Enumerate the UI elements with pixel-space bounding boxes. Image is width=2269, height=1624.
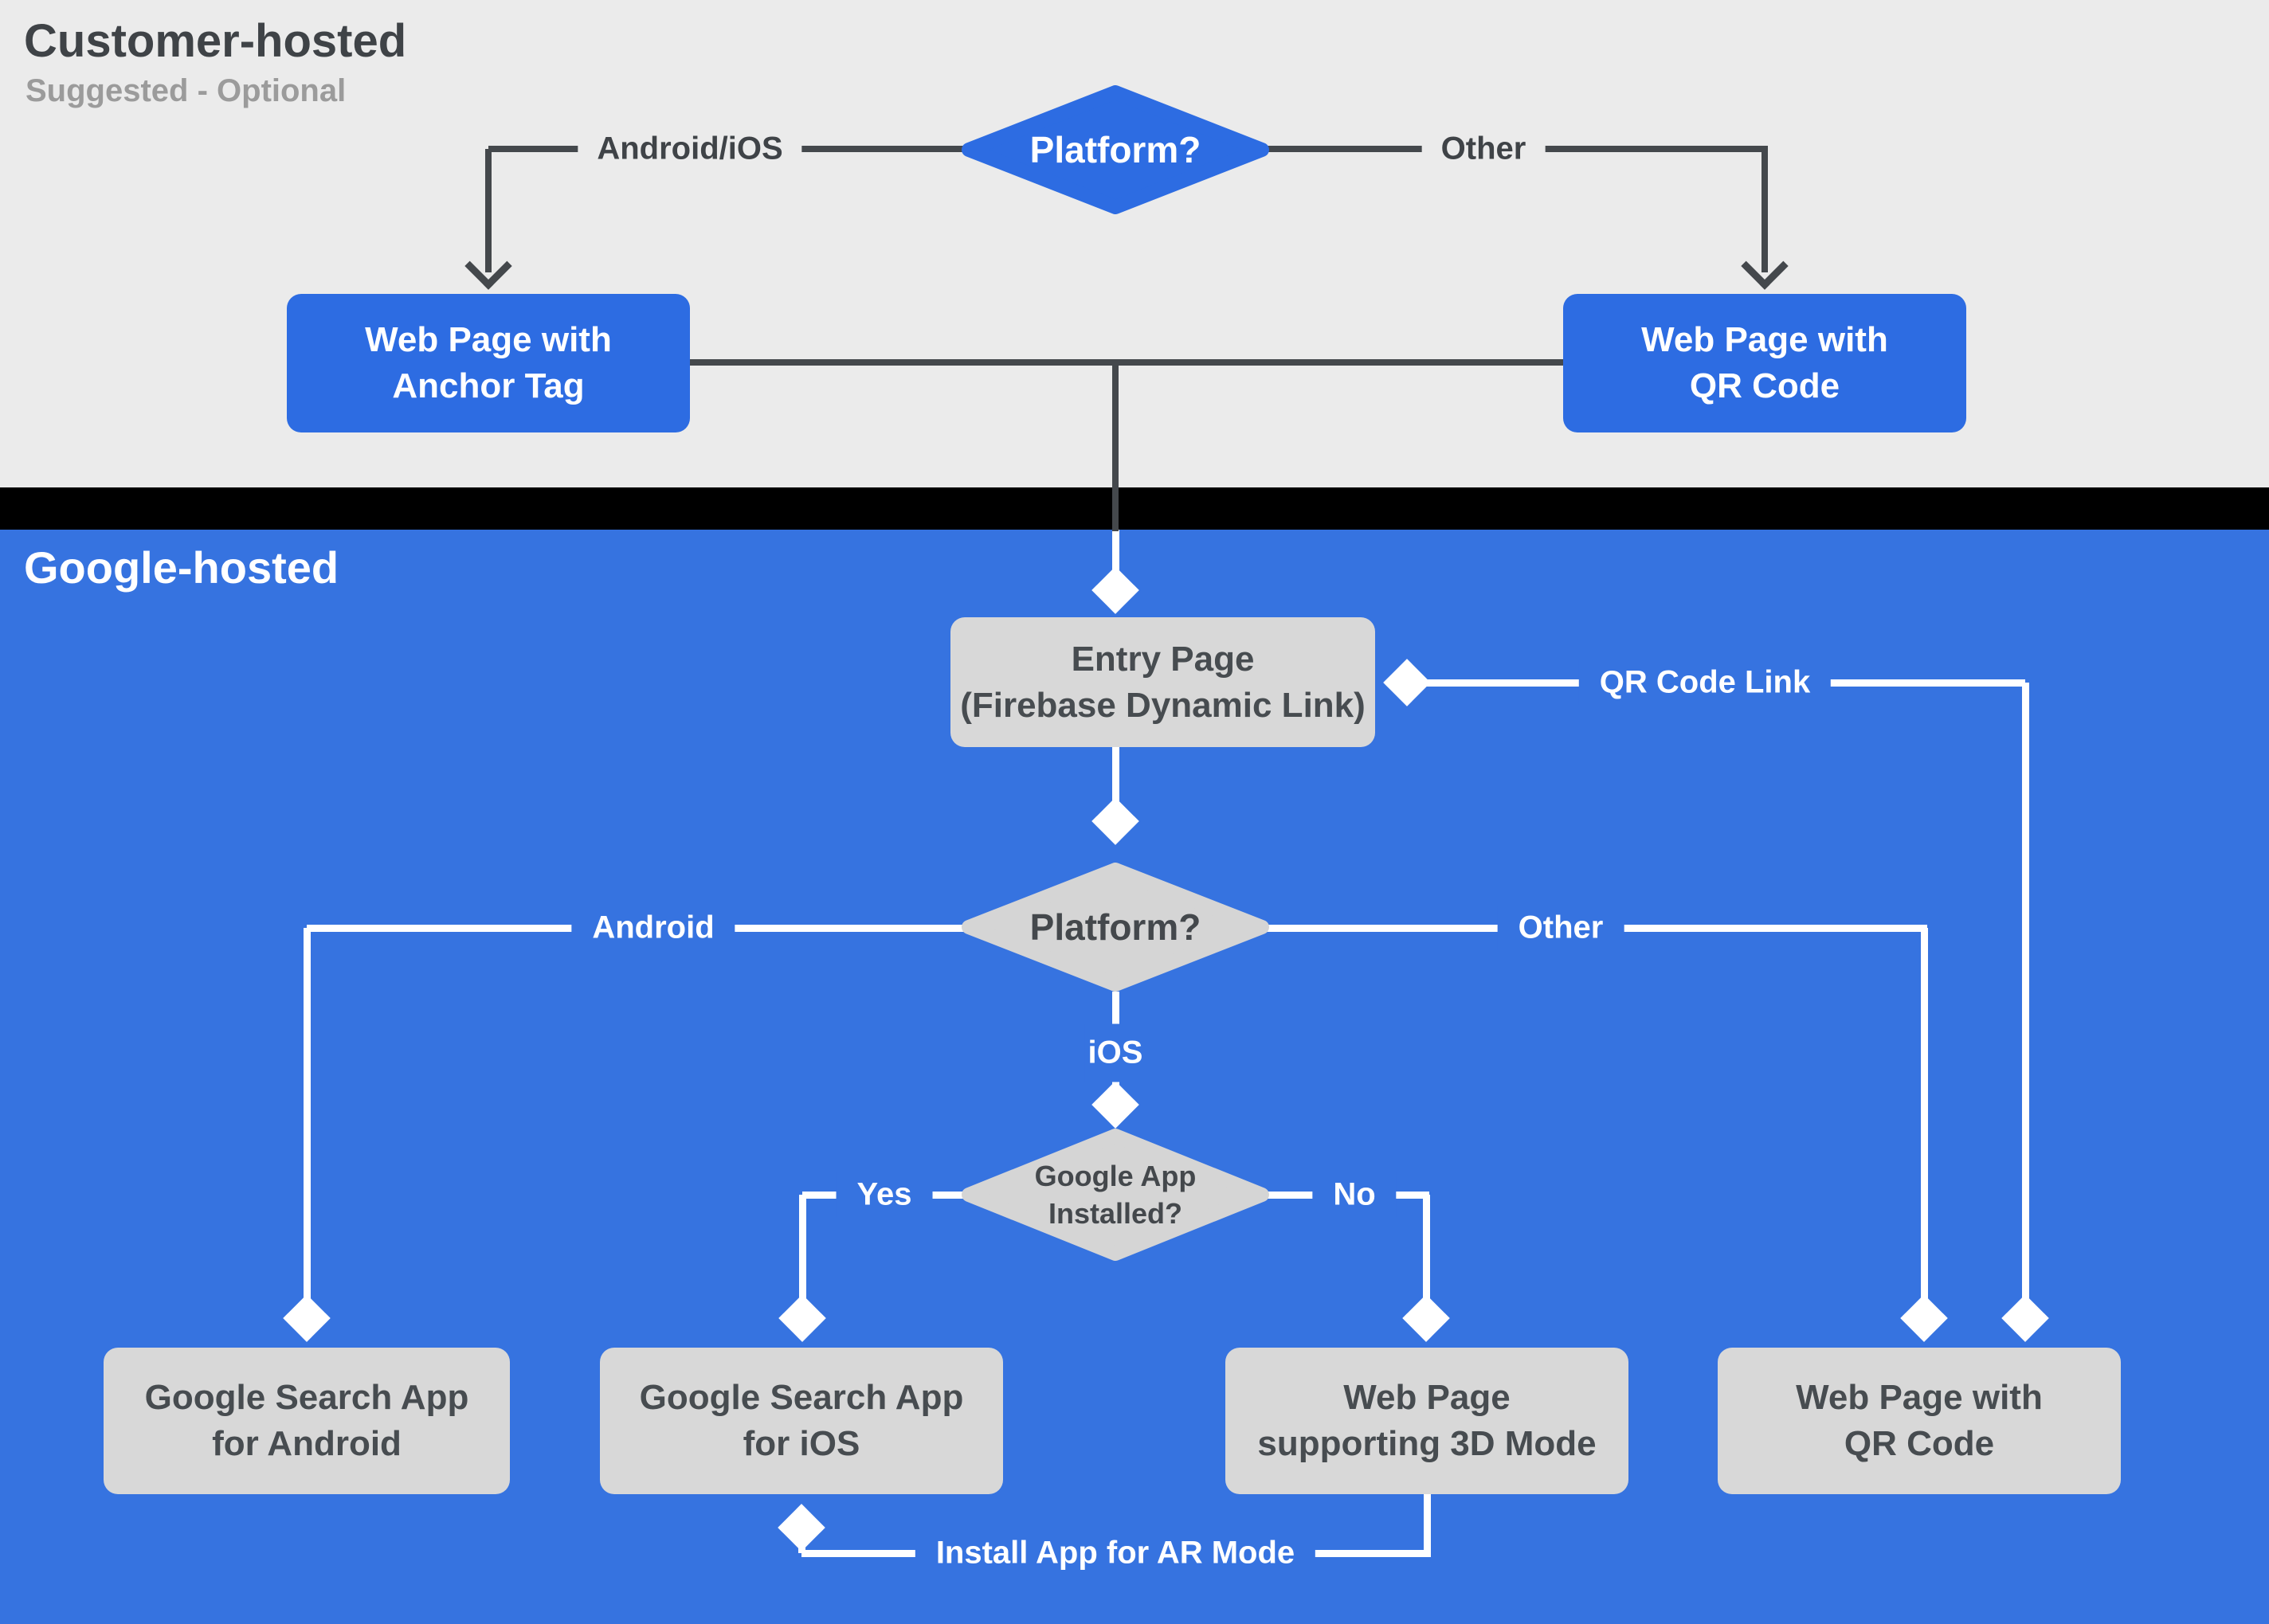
edge-drop-to-anchor-box bbox=[485, 149, 492, 272]
edge-label-no: No bbox=[1312, 1172, 1397, 1218]
decision-google-app-installed-label: Google App Installed? bbox=[1035, 1157, 1197, 1232]
node-text-line: QR Code bbox=[1689, 366, 1840, 405]
edge-label-other-customer: Other bbox=[1421, 126, 1546, 172]
node-web-page-qr-code-google: Web Page with QR Code bbox=[1718, 1348, 2121, 1494]
edge-into-entry-page bbox=[1112, 530, 1119, 593]
node-text-line: for Android bbox=[212, 1424, 402, 1463]
node-web-page-qr-code-customer: Web Page with QR Code bbox=[1563, 294, 1966, 432]
decision-google-app-installed: Google App Installed? bbox=[962, 1129, 1269, 1261]
decision-platform-google: Platform? bbox=[962, 863, 1269, 992]
node-text-line: Web Page with bbox=[365, 320, 612, 359]
edge-label-android: Android bbox=[571, 905, 735, 951]
decision-platform-google-label: Platform? bbox=[1029, 906, 1201, 948]
edge-label-yes: Yes bbox=[836, 1172, 933, 1218]
node-google-search-app-ios: Google Search App for iOS bbox=[600, 1348, 1003, 1494]
decision-platform-customer-label: Platform? bbox=[1029, 129, 1201, 170]
node-text-line: Web Page with bbox=[1641, 320, 1888, 359]
edge-android-drop bbox=[304, 928, 311, 1323]
diamond-shape bbox=[962, 863, 1269, 992]
diamond-shape bbox=[962, 1129, 1269, 1261]
node-google-search-app-android: Google Search App for Android bbox=[104, 1348, 510, 1494]
node-text-line: Web Page with bbox=[1796, 1378, 2043, 1417]
decision-text-line: Google App bbox=[1034, 1160, 1197, 1192]
node-text-line: (Firebase Dynamic Link) bbox=[960, 685, 1366, 725]
node-text-line: QR Code bbox=[1844, 1424, 1995, 1463]
decision-text-line: Installed? bbox=[1048, 1197, 1182, 1230]
node-text-line: Google Search App bbox=[144, 1378, 469, 1417]
edge-entry-to-platform2 bbox=[1112, 747, 1119, 820]
decision-platform-customer: Platform? bbox=[962, 85, 1269, 214]
edge-label-other-google: Other bbox=[1497, 905, 1624, 951]
node-web-page-anchor-tag: Web Page with Anchor Tag bbox=[287, 294, 690, 432]
edge-connector-drop-dark bbox=[1112, 362, 1119, 531]
edge-other-drop bbox=[1921, 928, 1928, 1323]
customer-section-title: Customer-hosted bbox=[24, 15, 407, 67]
edge-boxes-connector bbox=[690, 359, 1563, 366]
node-web-page-3d-mode: Web Page supporting 3D Mode bbox=[1225, 1348, 1628, 1494]
edge-drop-to-qr-box bbox=[1762, 149, 1768, 272]
diamond-shape bbox=[962, 85, 1269, 214]
edge-label-ios: iOS bbox=[1084, 1023, 1146, 1082]
section-divider-band bbox=[0, 487, 2269, 530]
node-text-line: Web Page bbox=[1343, 1378, 1511, 1417]
node-text-line: Google Search App bbox=[639, 1378, 964, 1417]
edge-no-drop bbox=[1423, 1195, 1430, 1323]
edge-label-qr-code-link: QR Code Link bbox=[1578, 659, 1832, 706]
node-text-line: for iOS bbox=[743, 1424, 860, 1463]
node-entry-page: Entry Page (Firebase Dynamic Link) bbox=[950, 617, 1375, 747]
edge-3d-to-install bbox=[1424, 1494, 1431, 1557]
google-section-title: Google-hosted bbox=[24, 542, 339, 593]
edge-label-android-ios: Android/iOS bbox=[578, 126, 802, 172]
node-text-line: Anchor Tag bbox=[392, 366, 585, 405]
edge-label-install-app-ar: Install App for AR Mode bbox=[915, 1530, 1316, 1576]
edge-qr-link-drop bbox=[2022, 683, 2029, 1320]
customer-section-subtitle: Suggested - Optional bbox=[25, 73, 347, 108]
node-text-line: Entry Page bbox=[1071, 639, 1255, 679]
edge-yes-drop bbox=[799, 1195, 806, 1323]
node-text-line: supporting 3D Mode bbox=[1257, 1424, 1597, 1463]
